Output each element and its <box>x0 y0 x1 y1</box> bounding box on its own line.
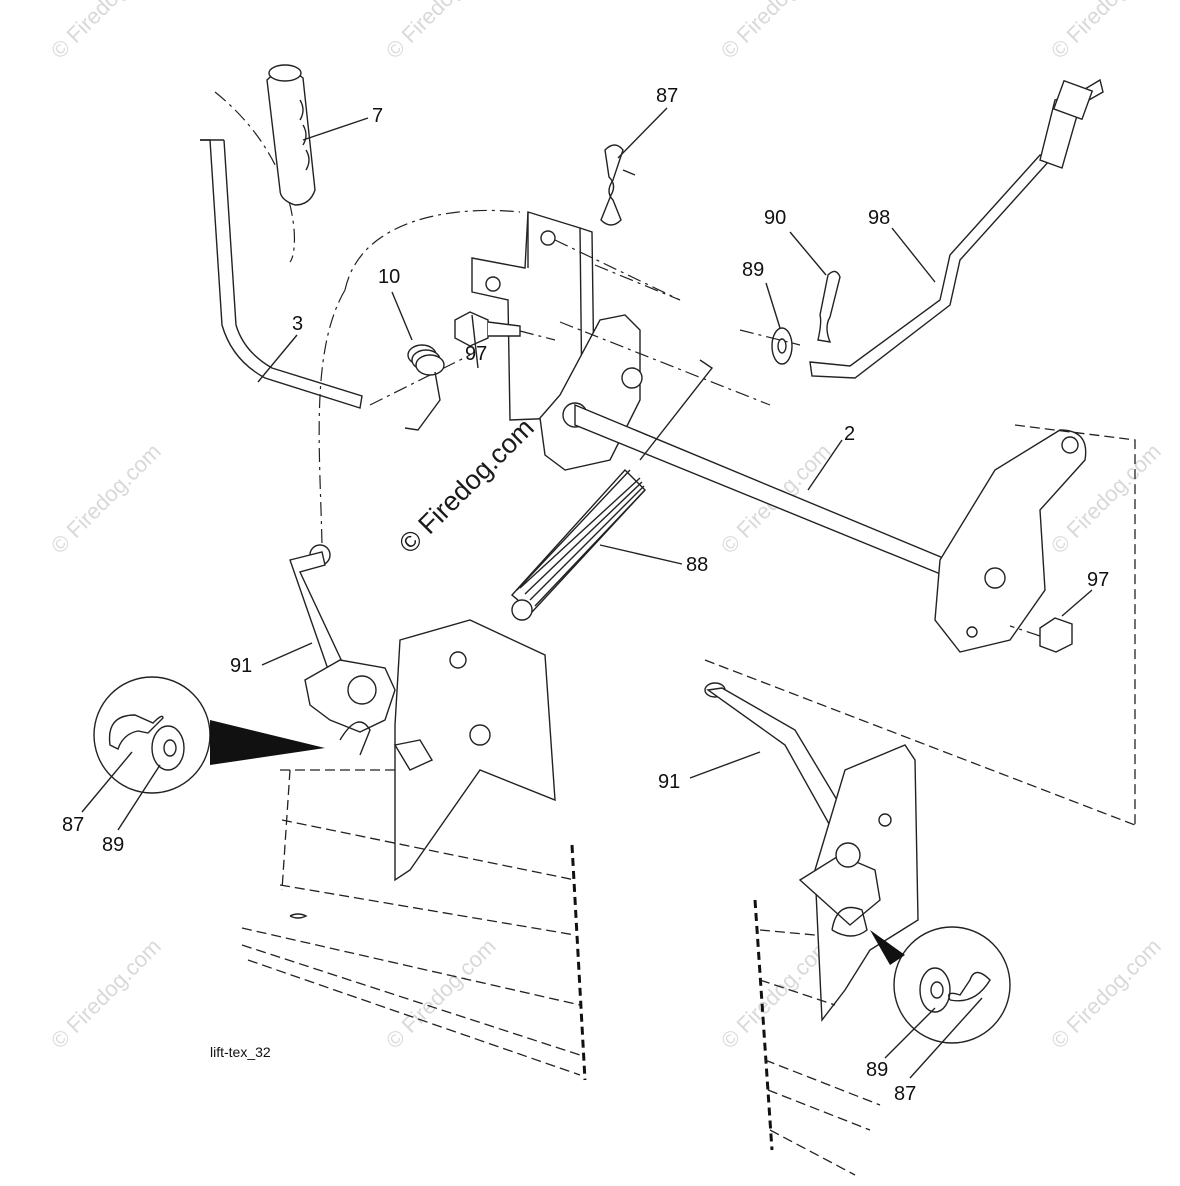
washer-top <box>771 327 793 365</box>
callout-label: 87 <box>894 1083 916 1105</box>
callout-label: 91 <box>230 655 252 677</box>
watermark-tile: © Firedog.com <box>716 934 836 1054</box>
detail-view-right <box>870 926 1011 1044</box>
callout-label: 90 <box>764 207 786 229</box>
torsion-spring <box>404 344 445 431</box>
callout-leaders <box>81 107 1093 1079</box>
watermark-tile: © Firedog.com <box>381 934 501 1054</box>
callout-label: 89 <box>102 834 124 856</box>
callout-label: 88 <box>686 554 708 576</box>
watermark-tile: © Firedog.com <box>1046 0 1166 64</box>
assembly-leader <box>318 289 346 546</box>
lift-bracket <box>404 211 681 431</box>
left-link-assembly <box>241 544 587 1081</box>
callout-label: 97 <box>465 343 487 365</box>
callout-labels: 7 87 90 98 89 10 3 97 2 88 97 91 87 89 9… <box>62 85 1109 1105</box>
watermark-tile: © Firedog.com <box>46 439 166 559</box>
lift-handle-lever <box>200 64 521 409</box>
lift-rod-98 <box>739 78 1104 379</box>
callout-label: 87 <box>62 814 84 836</box>
lift-shaft <box>539 314 1136 825</box>
figure-id: lift-tex_32 <box>210 1044 271 1060</box>
callout-label: 7 <box>372 105 383 127</box>
cotter-clip-90 <box>817 270 841 343</box>
callout-label: 2 <box>844 423 855 445</box>
callout-label: 10 <box>378 266 400 288</box>
watermark-tile: © Firedog.com <box>381 0 501 64</box>
detail-view-left <box>93 676 325 794</box>
hairpin-clip-top <box>600 144 636 226</box>
watermark-tile: © Firedog.com <box>46 0 166 64</box>
extension-spring <box>510 468 646 621</box>
hex-bolt-right <box>1009 617 1073 653</box>
watermark-tile: © Firedog.com <box>716 0 836 64</box>
callout-label: 91 <box>658 771 680 793</box>
callout-label: 89 <box>866 1059 888 1081</box>
callout-label: 89 <box>742 259 764 281</box>
watermark-tile: © Firedog.com <box>46 934 166 1054</box>
callout-label: 98 <box>868 207 890 229</box>
watermark-tile: © Firedog.com <box>1046 934 1166 1054</box>
callout-label: 97 <box>1087 569 1109 591</box>
hex-bolt <box>454 311 556 347</box>
right-link-assembly <box>704 659 1136 1176</box>
watermark-main: © Firedog.com <box>393 413 540 560</box>
callout-label: 87 <box>656 85 678 107</box>
callout-label: 3 <box>292 313 303 335</box>
